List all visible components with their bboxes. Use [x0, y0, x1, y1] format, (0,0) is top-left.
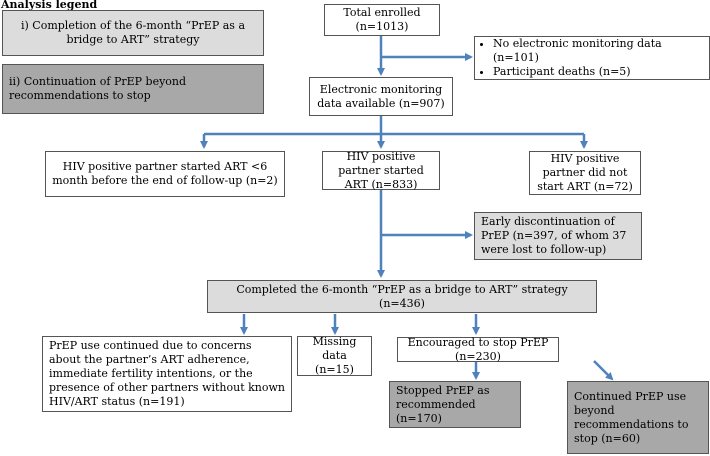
node-continued-beyond: Continued PrEP use beyond recommendation…	[567, 381, 709, 454]
node-art-not-label: HIV positive partner did not start ART (…	[537, 152, 633, 193]
node-early-discontinuation: Early discontinuation of PrEP (n=397, of…	[474, 212, 642, 260]
node-total-enrolled: Total enrolled (n=1013)	[324, 4, 440, 36]
node-encouraged-stop-label: Encouraged to stop PrEP (n=230)	[407, 335, 549, 363]
node-continued-concerns: PrEP use continued due to concerns about…	[42, 336, 292, 412]
legend-item-continuation: ii) Continuation of PrEP beyond recommen…	[2, 64, 264, 114]
node-exclusions: No electronic monitoring data (n=101) Pa…	[474, 36, 710, 80]
legend-item-completion: i) Completion of the 6-month “PrEP as a …	[2, 10, 264, 56]
node-total-enrolled-label: Total enrolled (n=1013)	[343, 6, 421, 33]
node-art-lt6: HIV positive partner started ART <6 mont…	[45, 151, 285, 197]
legend-item-completion-label: i) Completion of the 6-month “PrEP as a …	[20, 19, 245, 46]
node-stopped-prep-label: Stopped PrEP as recommended (n=170)	[396, 383, 490, 425]
node-missing-data-label: Missing data (n=15)	[312, 335, 357, 376]
arrow-to-continued-beyond	[593, 360, 614, 381]
node-missing-data: Missing data (n=15)	[297, 335, 372, 376]
node-completed-strategy-label: Completed the 6-month “PrEP as a bridge …	[236, 282, 568, 310]
node-art-started-label: HIV positive partner started ART (n=833)	[338, 149, 424, 191]
node-completed-strategy: Completed the 6-month “PrEP as a bridge …	[207, 280, 597, 313]
node-continued-concerns-label: PrEP use continued due to concerns about…	[49, 339, 286, 408]
node-early-discontinuation-label: Early discontinuation of PrEP (n=397, of…	[481, 215, 627, 256]
node-em-available-label: Electronic monitoring data available (n=…	[317, 82, 445, 110]
node-em-available: Electronic monitoring data available (n=…	[309, 77, 453, 116]
node-continued-beyond-label: Continued PrEP use beyond recommendation…	[574, 389, 689, 445]
legend-item-continuation-label: ii) Continuation of PrEP beyond recommen…	[9, 75, 187, 102]
node-stopped-prep: Stopped PrEP as recommended (n=170)	[389, 381, 521, 428]
exclusions-list: No electronic monitoring data (n=101) Pa…	[479, 37, 705, 79]
node-encouraged-stop: Encouraged to stop PrEP (n=230)	[397, 335, 559, 363]
node-art-not: HIV positive partner did not start ART (…	[529, 151, 641, 195]
node-art-lt6-label: HIV positive partner started ART <6 mont…	[52, 160, 278, 187]
node-art-started: HIV positive partner started ART (n=833)	[322, 149, 440, 191]
exclusion-item: No electronic monitoring data (n=101)	[493, 37, 705, 65]
legend-title: Analysis legend	[1, 0, 98, 11]
exclusion-item: Participant deaths (n=5)	[493, 65, 705, 79]
